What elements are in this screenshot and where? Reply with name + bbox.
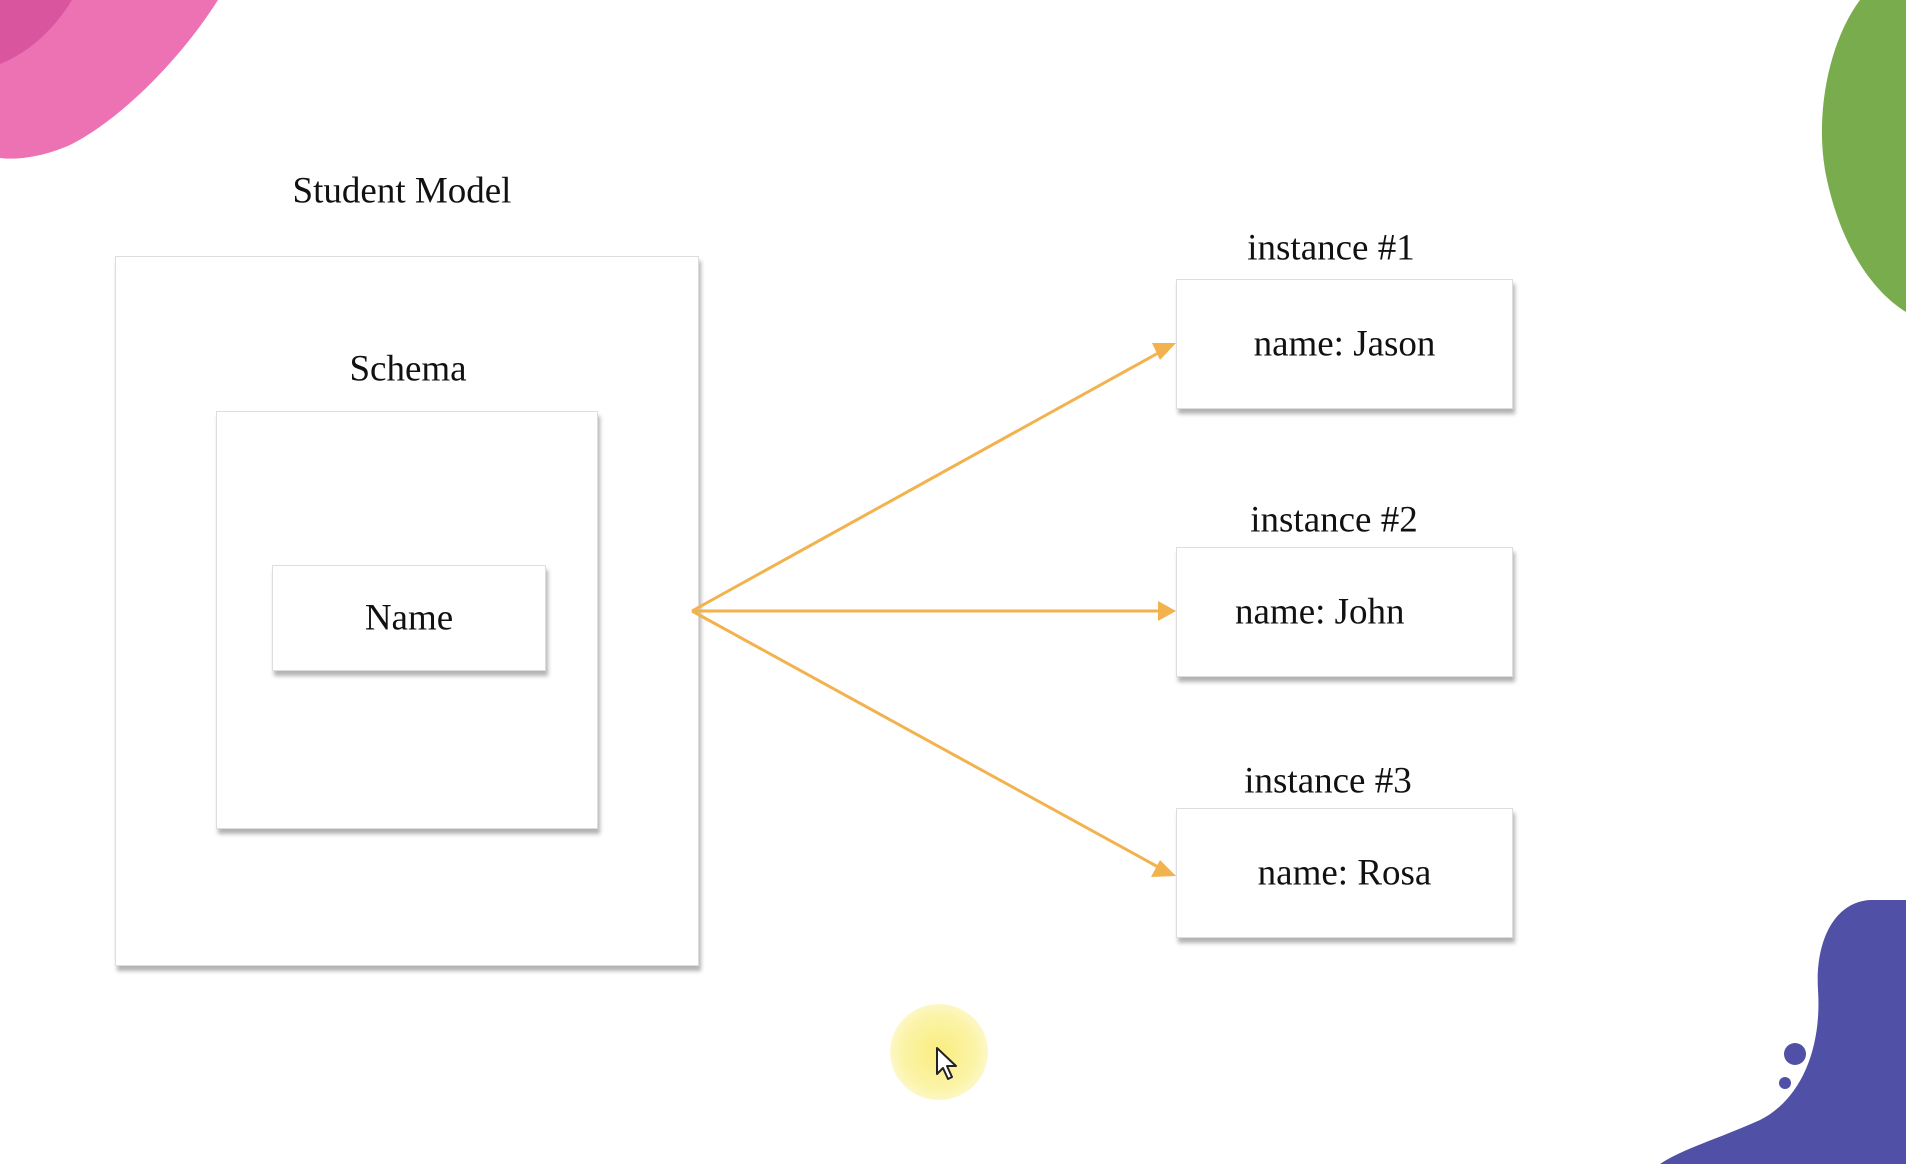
pink-corner-blob xyxy=(0,0,218,159)
instance-1-box: name: Jason xyxy=(1176,279,1513,409)
instance-2-box: name: John xyxy=(1176,547,1513,677)
mouse-pointer-icon xyxy=(936,1047,957,1080)
pink-corner-blob-shade xyxy=(0,0,72,64)
green-corner-blob xyxy=(1821,0,1906,312)
instance-3-title: instance #3 xyxy=(1244,760,1412,802)
instance-3-value: name: Rosa xyxy=(1257,852,1432,894)
schema-title: Schema xyxy=(349,348,467,390)
purple-dot-small xyxy=(1779,1077,1791,1089)
purple-corner-blob xyxy=(1660,900,1906,1164)
arrow-to-instance-3 xyxy=(691,609,1161,870)
instance-2-title: instance #2 xyxy=(1250,499,1418,541)
purple-dot-large xyxy=(1784,1043,1806,1065)
instance-1-value: name: Jason xyxy=(1253,323,1436,365)
arrowhead-instance-3 xyxy=(1151,860,1176,877)
name-field-box: Name xyxy=(272,565,546,671)
arrowhead-instance-2 xyxy=(1158,601,1176,621)
student-model-title: Student Model xyxy=(292,170,512,212)
arrow-to-instance-1 xyxy=(691,350,1161,613)
arrowhead-instance-1 xyxy=(1152,343,1176,360)
instance-1-title: instance #1 xyxy=(1247,227,1415,269)
instance-3-box: name: Rosa xyxy=(1176,808,1513,938)
name-field-label: Name xyxy=(364,597,454,639)
instance-2-value: name: John xyxy=(1235,591,1405,633)
